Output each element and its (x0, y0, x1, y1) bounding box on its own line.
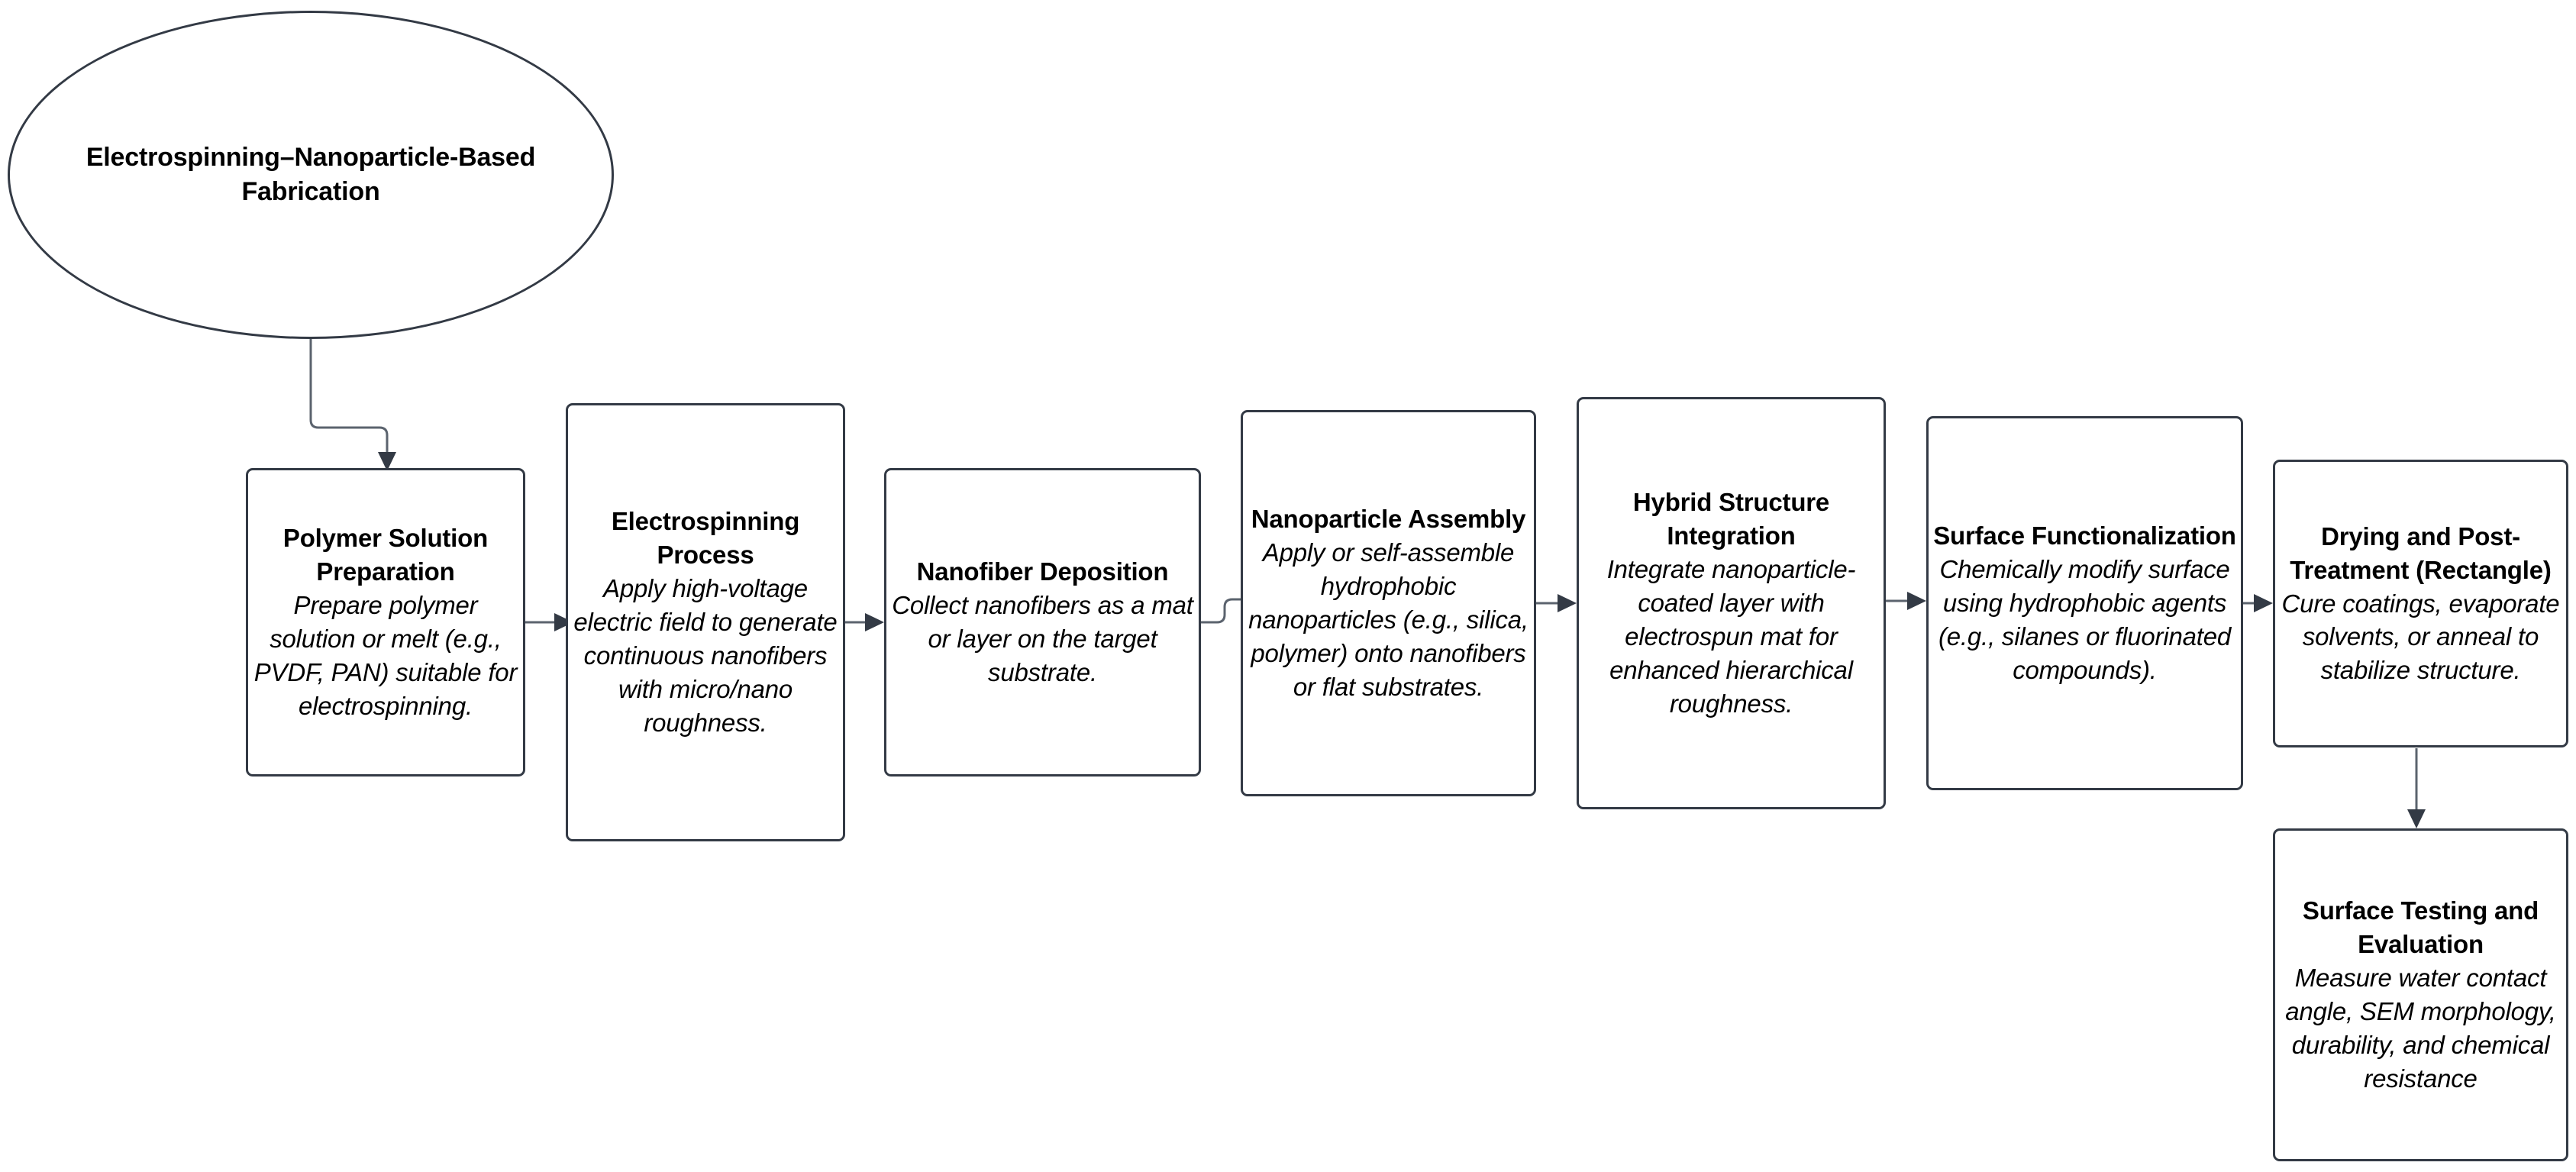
node-description: Integrate nanoparticle-coated layer with… (1606, 555, 1856, 718)
node-description: Cure coatings, evaporate solvents, or an… (2281, 589, 2560, 685)
node-title: Surface Functionalization (1933, 521, 2236, 550)
edge-nanoparticle-assembly-to-hybrid-structure-integration (1536, 594, 1577, 612)
node-hybrid-structure-integration[interactable]: Hybrid Structure Integration Integrate n… (1577, 397, 1886, 809)
node-surface-testing-and-evaluation[interactable]: Surface Testing and Evaluation Measure w… (2273, 828, 2568, 1161)
node-title: Hybrid Structure Integration (1632, 488, 1830, 550)
node-title: Electrospinning Process (611, 507, 800, 570)
edge-electrospinning-process-to-nanofiber-deposition (845, 613, 884, 631)
node-description: Apply high-voltage electric field to gen… (573, 574, 838, 737)
node-surface-functionalization[interactable]: Surface Functionalization Chemically mod… (1926, 416, 2243, 790)
node-title: Drying and Post-Treatment (Rectangle) (2290, 521, 2552, 584)
arrowhead-icon (865, 613, 884, 631)
node-title: Nanofiber Deposition (916, 557, 1169, 586)
edge-hybrid-structure-integration-to-surface-functionalization (1886, 592, 1926, 610)
node-nanoparticle-assembly[interactable]: Nanoparticle Assembly Apply or self-asse… (1241, 410, 1536, 796)
arrowhead-icon (2407, 809, 2426, 828)
arrowhead-icon (2254, 594, 2273, 612)
node-description: Collect nanofibers as a mat or layer on … (892, 591, 1193, 686)
arrowhead-icon (1558, 594, 1577, 612)
start-node-label: Electrospinning–Nanoparticle-Based Fabri… (86, 143, 536, 206)
node-description: Measure water contact angle, SEM morphol… (2285, 964, 2556, 1093)
edge-surface-functionalization-to-drying-and-post-treatment (2243, 594, 2273, 612)
node-drying-and-post-treatment[interactable]: Drying and Post-Treatment (Rectangle) Cu… (2273, 460, 2568, 747)
edge-drying-and-post-treatment-to-surface-testing-and-evaluation (2407, 748, 2426, 828)
node-description: Prepare polymer solution or melt (e.g., … (253, 591, 518, 720)
node-description: Chemically modify surface using hydropho… (1938, 555, 2232, 684)
node-title: Polymer Solution Preparation (282, 524, 489, 586)
node-title: Nanoparticle Assembly (1251, 505, 1526, 534)
edge-start-to-polymer-solution-preparation (309, 337, 396, 471)
node-nanofiber-deposition[interactable]: Nanofiber Deposition Collect nanofibers … (884, 468, 1201, 776)
node-description: Apply or self-assemble hydrophobic nanop… (1248, 538, 1528, 701)
node-title: Surface Testing and Evaluation (2302, 896, 2539, 959)
node-polymer-solution-preparation[interactable]: Polymer Solution Preparation Prepare pol… (246, 468, 525, 776)
start-node-ellipse[interactable]: Electrospinning–Nanoparticle-Based Fabri… (8, 11, 614, 339)
node-electrospinning-process[interactable]: Electrospinning Process Apply high-volta… (566, 403, 845, 841)
arrowhead-icon (1907, 592, 1926, 610)
